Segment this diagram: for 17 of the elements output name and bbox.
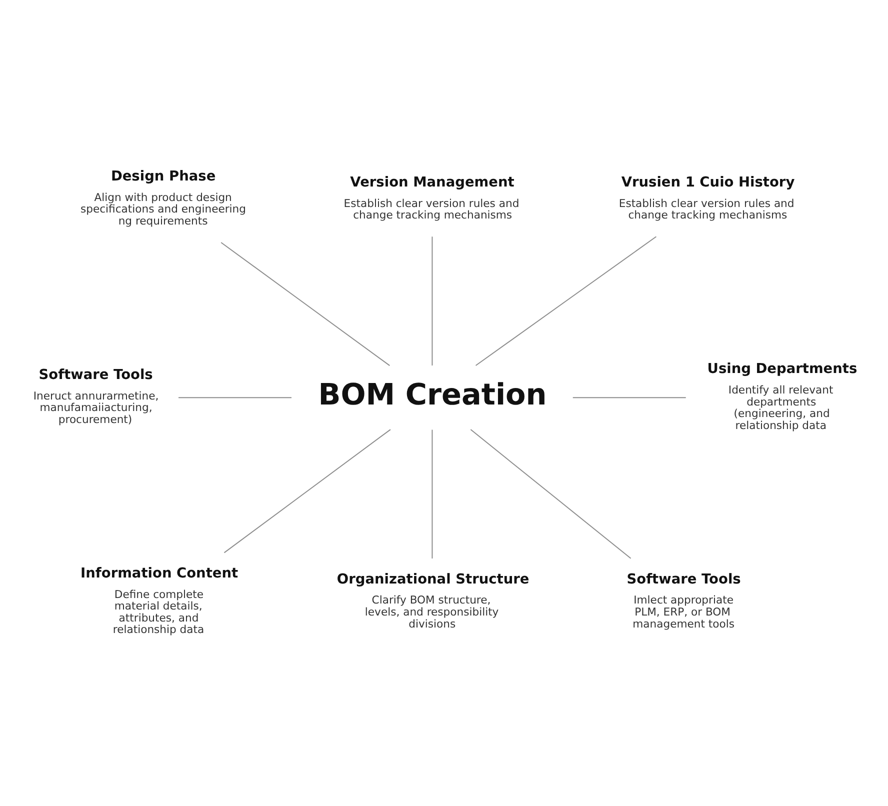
connector: [224, 428, 391, 553]
connector: [178, 396, 292, 398]
node-text: Using Departments Identify all relevant departments (engineering, and relationship data: [707, 360, 858, 432]
node-text: Organizational Structure Clarify BOM structure, levels, and responsibility divisions: [336, 570, 530, 630]
connector: [572, 396, 686, 398]
connector: [475, 236, 657, 366]
node-text: Software Tools Ineruct annurarmetine, manufamaiiacturing, procurement): [33, 366, 159, 426]
connector: [470, 428, 632, 558]
connector: [432, 428, 433, 558]
connector: [432, 236, 433, 366]
node-text: Vrusien 1 Cuio History Establish clear version rules and change tracking mechanisms: [618, 174, 795, 222]
node-text: Information Content Define complete material details, attributes, and relationship data: [80, 565, 238, 636]
connector: [220, 242, 390, 366]
node-text: BOM Creation: [318, 376, 547, 411]
node-text: Version Management Establish clear version rules and change tracking mechanisms: [344, 174, 520, 222]
node-text: Software Tools Imlect appropriate PLM, ERP, or BOM management tools: [626, 570, 741, 630]
node-text: Design Phase Align with product design specifications and engineering ng requirements: [80, 168, 246, 228]
